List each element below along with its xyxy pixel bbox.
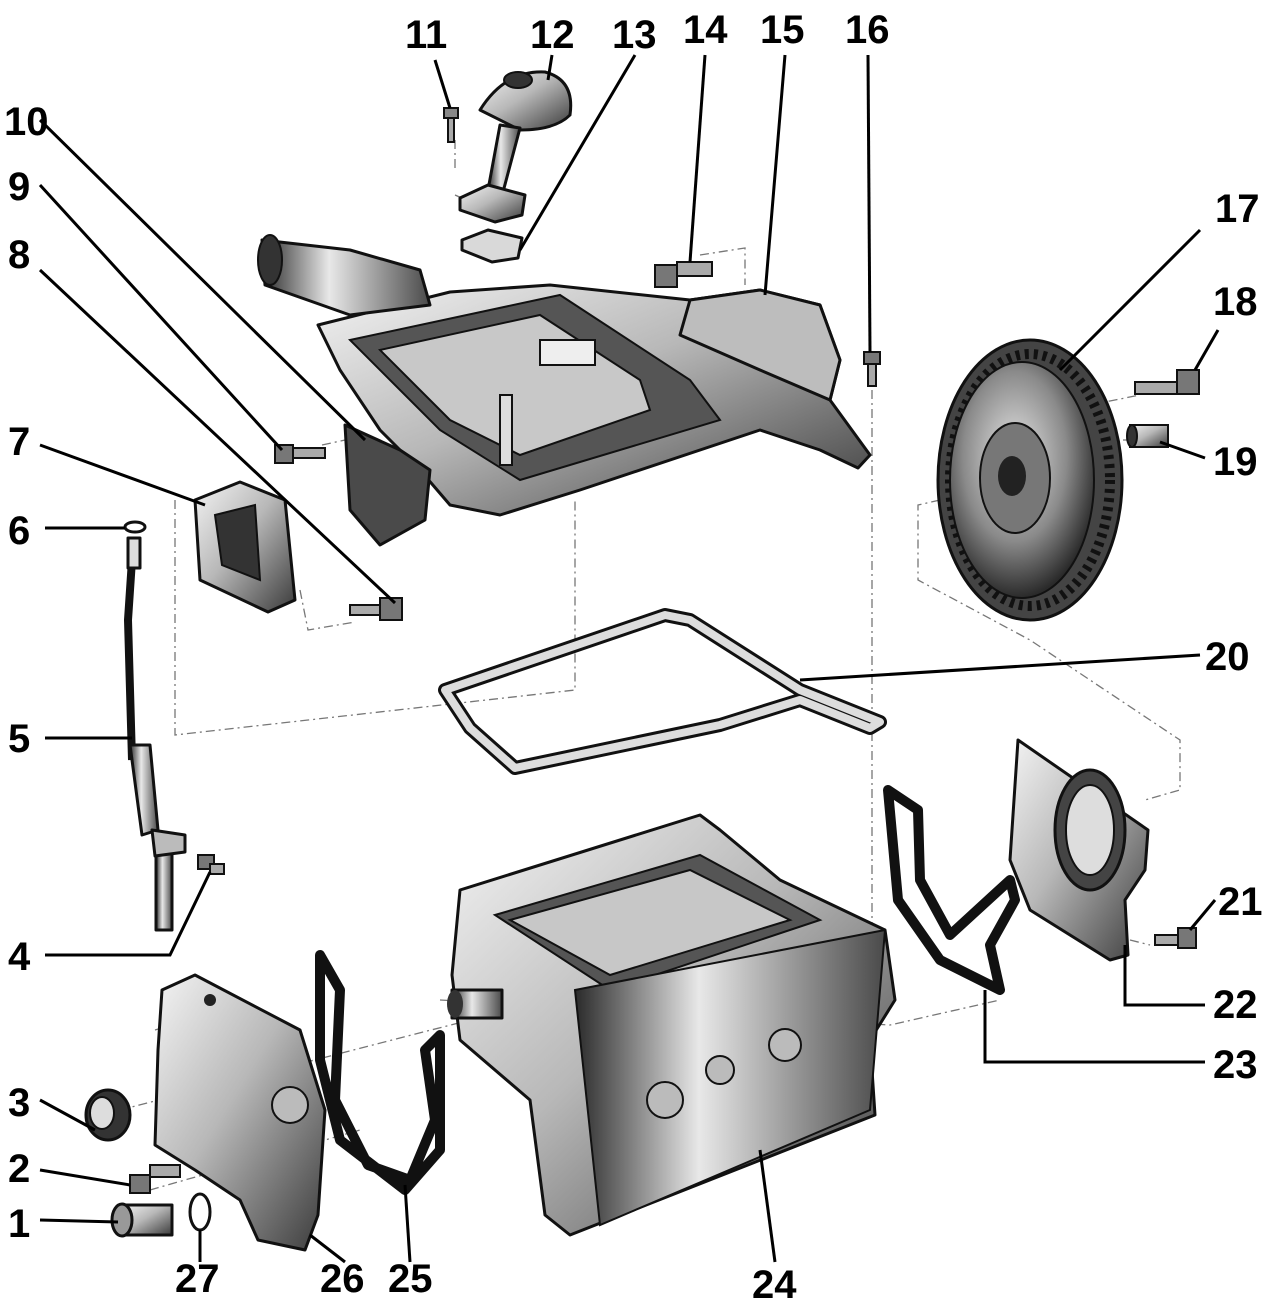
callout-12: 12: [530, 13, 575, 57]
callout-2: 2: [8, 1147, 30, 1191]
pickup-gasket: [460, 228, 524, 264]
callout-23: 23: [1213, 1043, 1258, 1087]
bolt-14: [654, 261, 713, 288]
o-ring-6: [123, 520, 147, 534]
oil-pickup-tube: [458, 70, 573, 224]
callout-24: 24: [752, 1263, 797, 1305]
rear-gasket: [883, 785, 1020, 995]
bolt-2: [129, 1164, 181, 1194]
pan-cover-plate: [343, 423, 432, 547]
front-timing-cover: [153, 973, 327, 1252]
bushing-19: [1126, 424, 1169, 448]
side-cover: [193, 480, 297, 614]
callout-16: 16: [845, 8, 890, 52]
callout-6: 6: [8, 509, 30, 553]
callout-8: 8: [8, 233, 30, 277]
callout-labels: 1 2 3 4 5 6 7 8 9 10 11 12 13 14 15 16 1…: [4, 8, 1263, 1305]
leader-lines: [38, 54, 1220, 1264]
callout-27: 27: [175, 1257, 220, 1301]
callout-10: 10: [4, 100, 49, 144]
bolt-21: [1154, 927, 1197, 949]
callout-15: 15: [760, 8, 805, 52]
callout-3: 3: [8, 1081, 30, 1125]
flywheel: [936, 338, 1124, 622]
callout-18: 18: [1213, 280, 1258, 324]
callout-17: 17: [1215, 187, 1260, 231]
callout-7: 7: [8, 420, 30, 464]
callout-9: 9: [8, 165, 30, 209]
front-bushing: [110, 1202, 174, 1238]
front-gasket: [315, 950, 445, 1195]
callout-25: 25: [388, 1257, 433, 1301]
front-oil-seal: [84, 1088, 132, 1142]
callout-5: 5: [8, 717, 30, 761]
dipstick: [123, 536, 187, 932]
bolt-4: [197, 854, 225, 875]
o-ring-27: [188, 1192, 212, 1232]
engine-block: [447, 813, 897, 1237]
callout-20: 20: [1205, 635, 1250, 679]
pan-gasket: [438, 608, 887, 775]
callout-26: 26: [320, 1257, 365, 1301]
callout-19: 19: [1213, 440, 1258, 484]
callout-13: 13: [612, 13, 657, 57]
callout-22: 22: [1213, 983, 1258, 1027]
callout-21: 21: [1218, 880, 1263, 924]
callout-1: 1: [8, 1202, 30, 1246]
flywheel-bolt: [1134, 369, 1200, 395]
bolt-9: [274, 444, 326, 464]
rear-seal-housing: [1008, 738, 1150, 962]
callout-11: 11: [405, 13, 447, 57]
bolt-16: [863, 351, 881, 387]
callout-4: 4: [8, 935, 31, 979]
callout-14: 14: [683, 8, 728, 52]
pickup-screw: [443, 107, 459, 143]
